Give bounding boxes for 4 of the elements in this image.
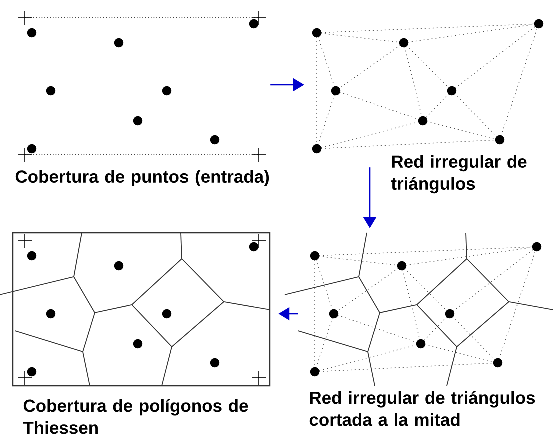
node-label: Cobertura de puntos (entrada)	[16, 170, 270, 186]
node-label: Red irregular de triángulos cortada a la mitad	[310, 391, 536, 426]
node-label: Red irregular de triángulos	[391, 155, 527, 194]
node-label: Cobertura de polígonos de Thiessen	[23, 399, 248, 434]
